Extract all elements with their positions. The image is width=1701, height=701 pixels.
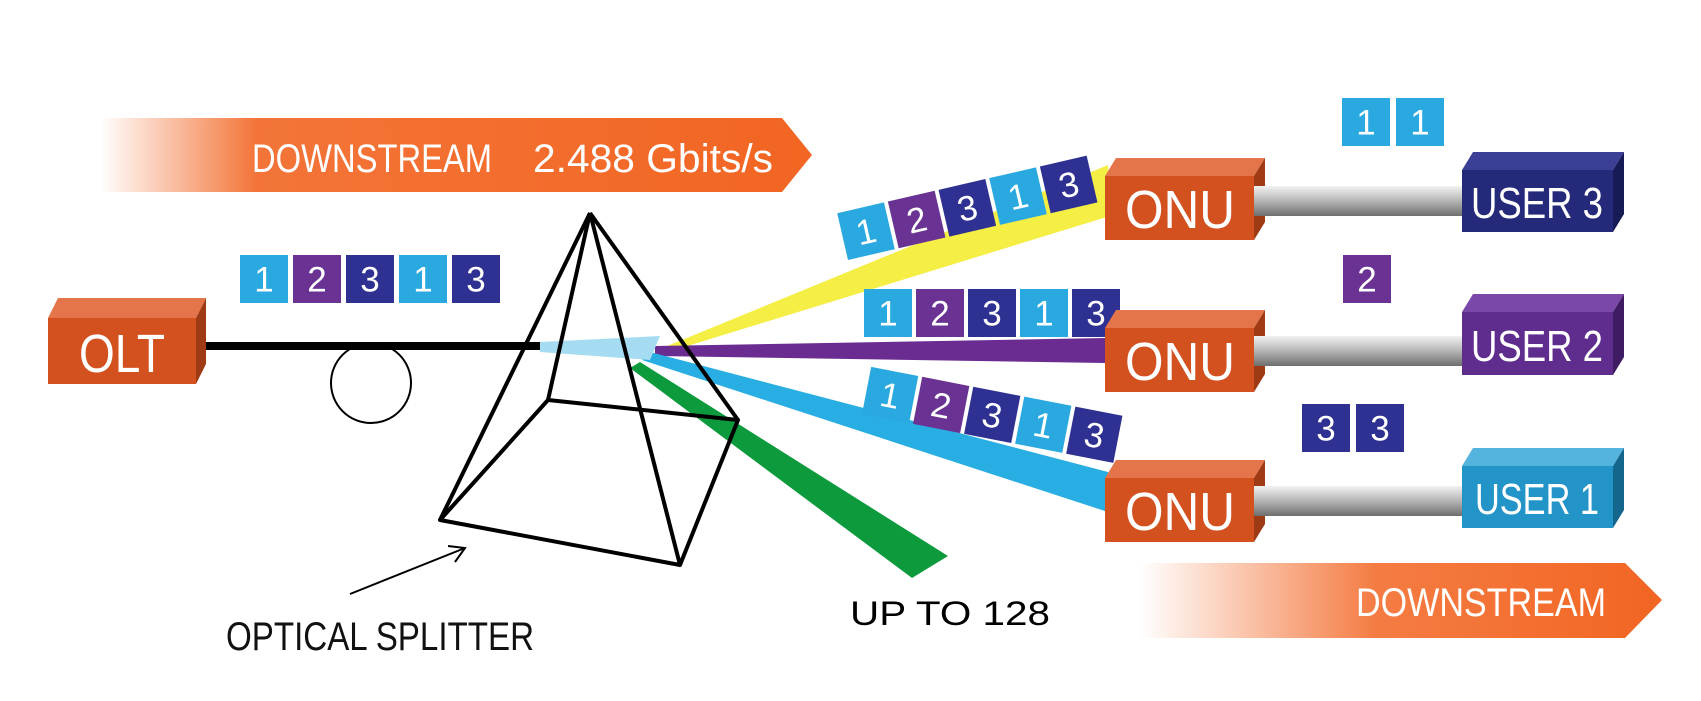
packet [1356, 404, 1404, 452]
packet-number: 1 [413, 260, 432, 299]
packet [1015, 396, 1072, 453]
onu-box-bottom: ONU [1105, 460, 1265, 542]
downstream-label-top: DOWNSTREAM [252, 137, 492, 181]
user-2-packets: 2 [1343, 255, 1391, 303]
packet-number: 1 [1034, 294, 1053, 333]
user-box-1: USER 1 [1462, 448, 1624, 528]
packet [968, 289, 1016, 337]
onu-box-middle: ONU [1105, 310, 1265, 392]
onu-label-top: ONU [1125, 180, 1235, 240]
blue-beam [642, 352, 1108, 512]
packet [1396, 98, 1444, 146]
cable-user-1 [1254, 486, 1469, 516]
packet-number: 3 [466, 260, 485, 299]
packet [1342, 98, 1390, 146]
splitter-label: OPTICAL SPLITTER [226, 615, 534, 659]
packet [452, 255, 500, 303]
olt-box: OLT [48, 298, 206, 384]
packet [964, 386, 1021, 444]
onu-label-middle: ONU [1125, 332, 1235, 392]
packet-number: 1 [1410, 103, 1429, 142]
optical-splitter-prism [438, 211, 740, 567]
downstream-banner-top: DOWNSTREAM 2.488 Gbits/s [100, 118, 812, 192]
user-3-label: USER 3 [1471, 179, 1603, 228]
split-ratio-note: UP TO 128 [850, 595, 1050, 633]
packet-number: 1 [878, 294, 897, 333]
packet [240, 255, 288, 303]
packet-number: 2 [307, 260, 326, 299]
packet-number: 3 [360, 260, 379, 299]
onu-box-top: ONU [1105, 158, 1265, 240]
packet-number: 3 [1316, 409, 1335, 448]
splitter-callout [349, 545, 467, 595]
purple-beam [655, 338, 1105, 363]
olt-label: OLT [79, 324, 165, 384]
packet [864, 289, 912, 337]
packet [293, 255, 341, 303]
packet [913, 376, 970, 434]
packet [862, 366, 919, 424]
packet [989, 167, 1047, 225]
packet-number: 3 [1086, 294, 1105, 333]
packet [1343, 255, 1391, 303]
packet [1039, 155, 1098, 214]
packet-number: 2 [930, 294, 949, 333]
packet [1020, 289, 1068, 337]
user-2-label: USER 2 [1471, 322, 1603, 371]
downstream-rate: 2.488 Gbits/s [533, 137, 773, 181]
fiber-coil [330, 342, 412, 424]
packet [938, 179, 997, 237]
cable-user-3 [1254, 186, 1469, 216]
packet [346, 255, 394, 303]
packet [837, 202, 895, 260]
downstream-banner-bottom: DOWNSTREAM [1140, 563, 1662, 638]
packet-number: 2 [1357, 260, 1376, 299]
packet [1302, 404, 1350, 452]
packet-number: 3 [982, 294, 1001, 333]
packet [399, 255, 447, 303]
incoming-beam [540, 336, 660, 360]
packet [1066, 406, 1123, 463]
packet-number: 3 [1370, 409, 1389, 448]
downstream-label-bottom: DOWNSTREAM [1356, 581, 1606, 625]
packet [887, 190, 946, 249]
packet-number: 1 [1356, 103, 1375, 142]
user-box-3: USER 3 [1462, 152, 1624, 232]
user-1-label: USER 1 [1475, 475, 1599, 524]
cable-user-2 [1254, 336, 1469, 366]
onu-label-bottom: ONU [1125, 482, 1235, 542]
user-box-2: USER 2 [1462, 294, 1624, 375]
packet-number: 1 [254, 260, 273, 299]
packet [916, 289, 964, 337]
light-beams [540, 165, 1110, 578]
